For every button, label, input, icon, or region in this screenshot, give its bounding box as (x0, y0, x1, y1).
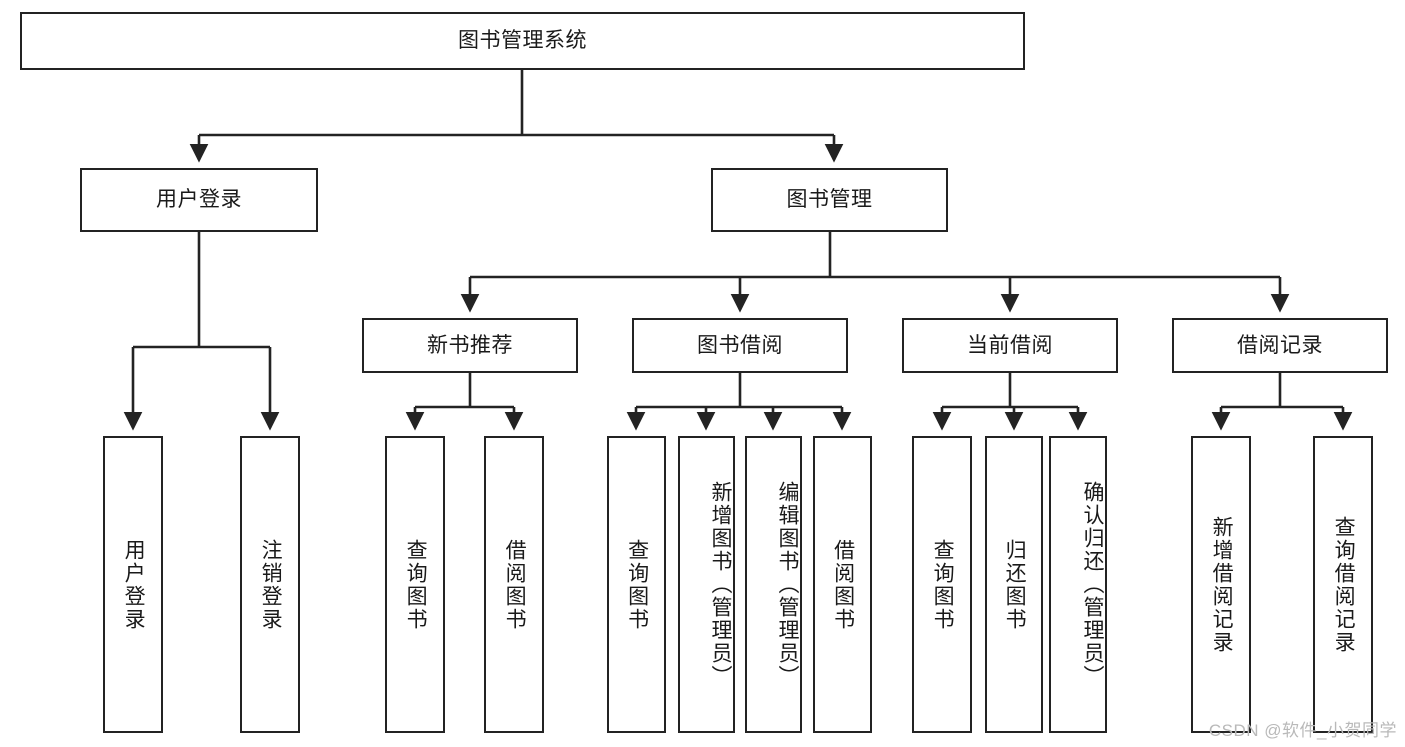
node-leaf-query-book-3[interactable]: 查询图书 (912, 436, 972, 733)
node-leaf-user-login[interactable]: 用户登录 (103, 436, 163, 733)
node-leaf-user-login-label: 用户登录 (122, 538, 146, 631)
node-borrow-record-label: 借阅记录 (1237, 333, 1323, 357)
node-leaf-borrow-book-1[interactable]: 借阅图书 (484, 436, 544, 733)
node-new-book-recommend[interactable]: 新书推荐 (362, 318, 578, 373)
watermark: CSDN @软件_小贺同学 (1208, 721, 1397, 740)
node-leaf-query-book-1[interactable]: 查询图书 (385, 436, 445, 733)
node-leaf-query-book-3-label: 查询图书 (931, 538, 955, 631)
node-leaf-query-book-2-label: 查询图书 (625, 538, 649, 631)
node-leaf-confirm-return-label: 确认归还（管理员） (1081, 481, 1104, 688)
node-book-borrow-label: 图书借阅 (697, 333, 783, 357)
node-root[interactable]: 图书管理系统 (20, 12, 1025, 70)
node-leaf-add-book-label: 新增图书（管理员） (709, 481, 732, 688)
node-user-login-label: 用户登录 (156, 188, 242, 212)
node-book-manage[interactable]: 图书管理 (711, 168, 948, 232)
node-new-book-recommend-label: 新书推荐 (427, 333, 513, 357)
node-leaf-logout[interactable]: 注销登录 (240, 436, 300, 733)
node-leaf-borrow-book-1-label: 借阅图书 (503, 538, 527, 631)
node-user-login[interactable]: 用户登录 (80, 168, 318, 232)
node-leaf-confirm-return[interactable]: 确认归还（管理员） (1049, 436, 1107, 733)
node-leaf-add-borrow-record-label: 新增借阅记录 (1210, 515, 1234, 654)
node-borrow-record[interactable]: 借阅记录 (1172, 318, 1388, 373)
node-current-borrow[interactable]: 当前借阅 (902, 318, 1118, 373)
node-root-label: 图书管理系统 (458, 29, 587, 53)
node-leaf-return-book[interactable]: 归还图书 (985, 436, 1043, 733)
node-leaf-logout-label: 注销登录 (259, 538, 283, 631)
node-current-borrow-label: 当前借阅 (967, 333, 1053, 357)
node-leaf-edit-book-label: 编辑图书（管理员） (776, 481, 799, 688)
node-book-borrow[interactable]: 图书借阅 (632, 318, 848, 373)
node-leaf-edit-book[interactable]: 编辑图书（管理员） (745, 436, 802, 733)
node-leaf-add-borrow-record[interactable]: 新增借阅记录 (1191, 436, 1251, 733)
node-book-manage-label: 图书管理 (786, 188, 873, 212)
node-leaf-add-book[interactable]: 新增图书（管理员） (678, 436, 735, 733)
node-leaf-borrow-book-2[interactable]: 借阅图书 (813, 436, 872, 733)
node-leaf-return-book-label: 归还图书 (1003, 538, 1027, 631)
node-leaf-query-borrow-record-label: 查询借阅记录 (1332, 515, 1356, 654)
node-leaf-query-book-1-label: 查询图书 (404, 538, 428, 631)
node-leaf-query-book-2[interactable]: 查询图书 (607, 436, 666, 733)
node-leaf-borrow-book-2-label: 借阅图书 (831, 538, 855, 631)
node-leaf-query-borrow-record[interactable]: 查询借阅记录 (1313, 436, 1373, 733)
